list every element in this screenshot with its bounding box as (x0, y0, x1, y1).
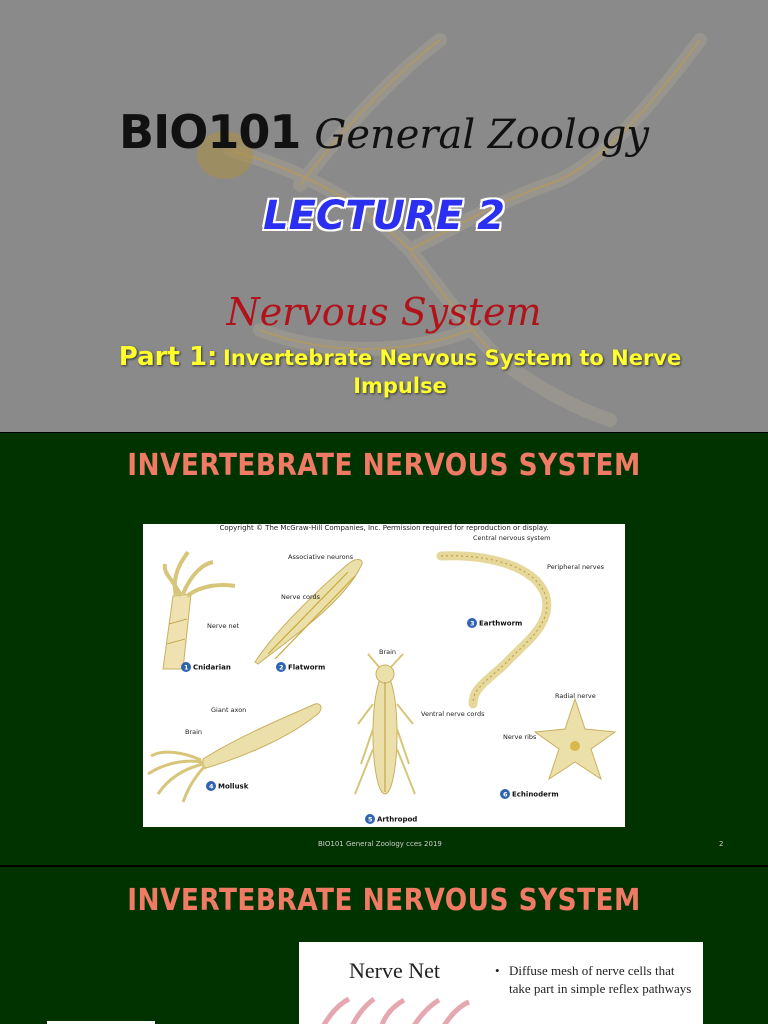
runner-nervous-system-image (197, 33, 707, 427)
course-name: General Zoology (314, 112, 649, 158)
label-nerve-cords: Nerve cords (281, 593, 321, 601)
lecture-number: LECTURE 2 (263, 193, 505, 239)
label-peripheral-nerves: Peripheral nerves (547, 563, 605, 571)
caption-flatworm: 2 Flatworm (276, 662, 325, 672)
label-radial-nerve: Radial nerve (555, 692, 596, 700)
nerve-net-slide: INVERTEBRATE NERVOUS SYSTEM Nerve Net Di… (0, 867, 768, 1024)
svg-text:Mollusk: Mollusk (218, 783, 249, 791)
image-edge (47, 1021, 155, 1024)
panel-bullet: Diffuse mesh of nerve cells that take pa… (495, 962, 699, 998)
label-nerve-ribs: Nerve ribs (503, 733, 537, 741)
slide-heading: INVERTEBRATE NERVOUS SYSTEM (127, 883, 641, 918)
invertebrate-slide: INVERTEBRATE NERVOUS SYSTEM Copyright © … (0, 433, 768, 865)
part-heading: Part 1: Invertebrate Nervous System to N… (100, 344, 700, 401)
svg-text:Arthropod: Arthropod (377, 816, 417, 824)
nerve-net-drawing (321, 996, 471, 1024)
svg-text:3: 3 (470, 620, 475, 628)
svg-text:6: 6 (503, 791, 508, 799)
title-slide: BIO101 General Zoology LECTURE 2 Nervous … (0, 0, 768, 432)
slide-heading: INVERTEBRATE NERVOUS SYSTEM (127, 448, 641, 483)
earthworm-drawing (436, 551, 552, 709)
svg-text:4: 4 (209, 783, 214, 791)
nerve-net-panel: Nerve Net Diffuse mesh of nerve cells th… (299, 942, 703, 1024)
echinoderm-drawing (533, 697, 617, 781)
svg-text:Cnidarian: Cnidarian (193, 664, 231, 672)
svg-text:Earthworm: Earthworm (479, 620, 522, 628)
label-brain-arthropod: Brain (379, 648, 396, 656)
slide-subtitle: Nervous System (226, 290, 542, 334)
caption-earthworm: 3 Earthworm (467, 618, 522, 628)
caption-echinoderm: 6 Echinoderm (500, 789, 559, 799)
arthropod-drawing (354, 653, 416, 795)
caption-cnidarian: 1 Cnidarian (181, 662, 231, 672)
svg-text:5: 5 (368, 816, 373, 824)
svg-text:Echinoderm: Echinoderm (512, 791, 559, 799)
slide-title: BIO101 General Zoology (0, 105, 768, 159)
svg-text:2: 2 (279, 664, 284, 672)
course-code: BIO101 (119, 105, 301, 159)
invertebrate-figure: Copyright © The McGraw-Hill Companies, I… (143, 524, 625, 827)
label-brain-mollusk: Brain (185, 728, 202, 736)
part-rest: Invertebrate Nervous System to Nerve Imp… (223, 346, 682, 398)
caption-mollusk: 4 Mollusk (206, 781, 249, 791)
label-central-nervous-system: Central nervous system (473, 534, 550, 542)
label-ventral-nerve-cords: Ventral nerve cords (421, 710, 485, 718)
label-nerve-net: Nerve net (207, 622, 240, 630)
slide-footer: BIO101 General Zoology cces 2019 (318, 840, 442, 848)
svg-text:1: 1 (184, 664, 189, 672)
cnidarian-drawing (162, 550, 236, 670)
part-lead: Part 1: (118, 342, 218, 372)
figure-drawing: Associative neurons Nerve cords Nerve ne… (147, 534, 617, 824)
label-giant-axon: Giant axon (211, 706, 246, 714)
svg-text:Flatworm: Flatworm (288, 664, 325, 672)
label-associative-neurons: Associative neurons (288, 553, 354, 561)
mollusk-drawing (147, 703, 322, 803)
panel-title: Nerve Net (349, 958, 441, 983)
copyright-notice: Copyright © The McGraw-Hill Companies, I… (219, 524, 549, 532)
page-number: 2 (719, 840, 724, 848)
caption-arthropod: 5 Arthropod (365, 814, 417, 824)
flatworm-drawing (254, 559, 363, 665)
